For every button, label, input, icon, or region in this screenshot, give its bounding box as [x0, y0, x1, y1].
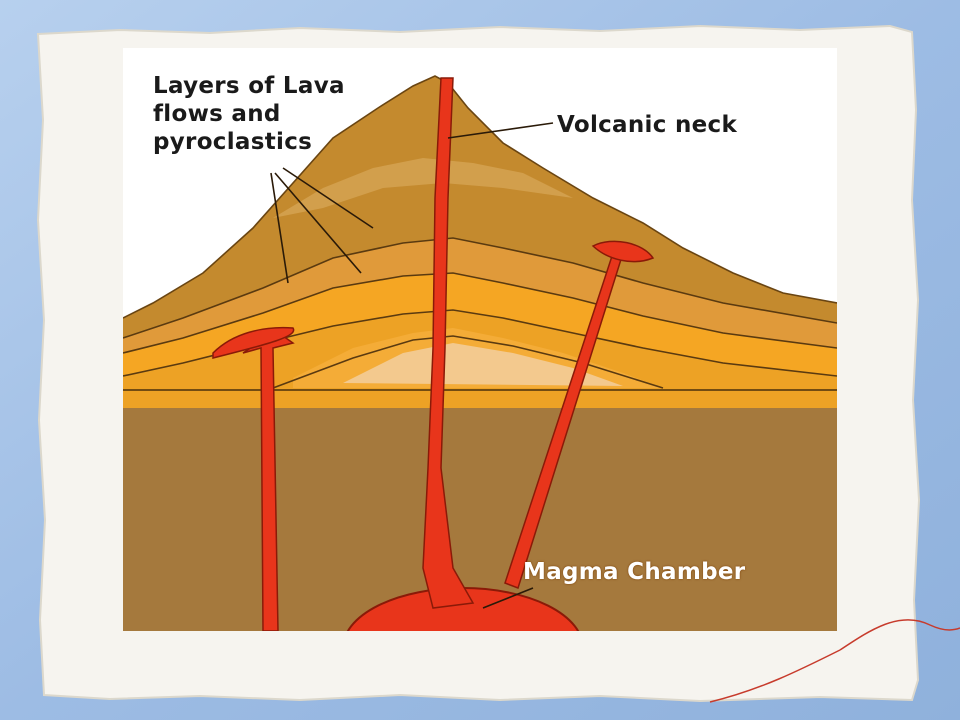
lava-layer: [123, 238, 837, 353]
volcano-diagram: Layers of Lava flows and pyroclastics Vo…: [123, 48, 837, 631]
label-volcanic-neck: Volcanic neck: [557, 112, 738, 138]
label-magma-chamber: Magma Chamber: [523, 559, 746, 585]
pointer-line: [270, 172, 289, 284]
pointer-line: [282, 167, 374, 229]
volcanic-neck-conduit: [422, 77, 475, 609]
label-layers-of-lava: Layers of Lava flows and pyroclastics: [153, 73, 345, 155]
pointer-line: [274, 172, 362, 274]
sill-left: [212, 326, 295, 359]
volcano-cross-section: [123, 48, 837, 631]
sill-right: [591, 240, 655, 263]
thread-decoration: [839, 619, 960, 651]
dike-left: [242, 335, 295, 631]
pointer-line: [447, 122, 554, 139]
pointer-line: [482, 587, 534, 609]
